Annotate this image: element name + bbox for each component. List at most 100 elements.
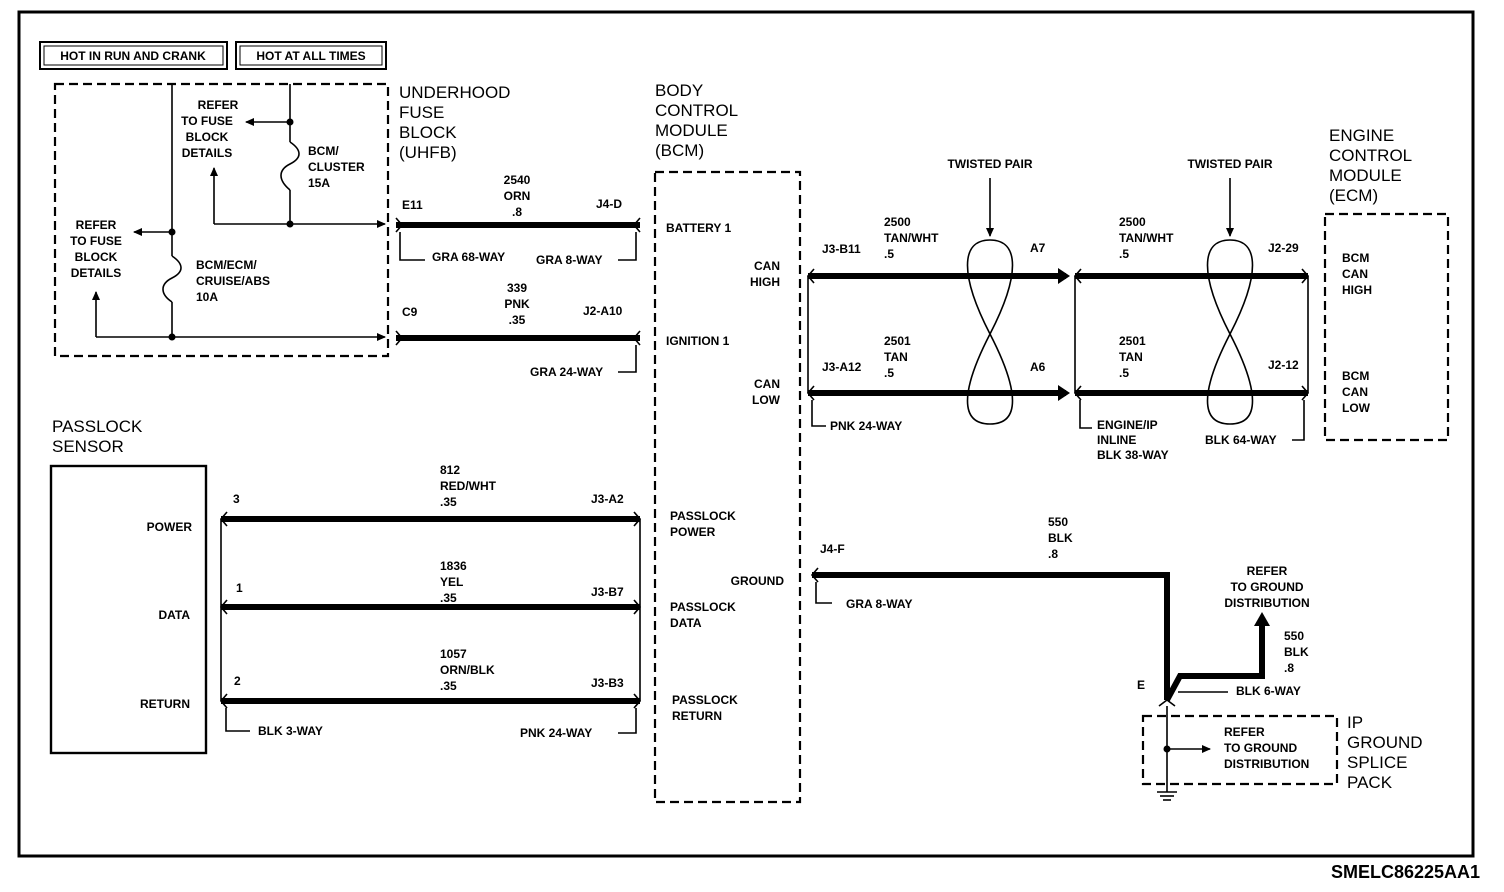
svg-text:BCM: BCM xyxy=(1342,369,1369,383)
ip-ground-splice-title: IP GROUND SPLICE PACK xyxy=(1347,713,1423,792)
ecm-box xyxy=(1323,212,1450,442)
svg-text:1057: 1057 xyxy=(440,647,467,661)
svg-text:PASSLOCK: PASSLOCK xyxy=(670,509,736,523)
svg-text:GRA 68-WAY: GRA 68-WAY xyxy=(432,250,505,264)
pin-e11: E11 xyxy=(402,198,423,212)
passlock-data-label: DATA xyxy=(158,608,190,622)
bcm-title: BODY CONTROL MODULE (BCM) xyxy=(655,81,738,160)
wire-2501-bcm: 2501 TAN .5 xyxy=(884,334,911,380)
svg-text:BLK: BLK xyxy=(1048,531,1073,545)
bcm-passlock-return: PASSLOCK RETURN xyxy=(672,693,738,723)
connector-blk-6-way: BLK 6-WAY xyxy=(1236,684,1301,698)
hot-all-times-box: HOT AT ALL TIMES xyxy=(235,41,387,70)
svg-text:INLINE: INLINE xyxy=(1097,433,1136,447)
svg-text:(BCM): (BCM) xyxy=(655,141,704,160)
ip-ground-splice-box xyxy=(1141,714,1339,786)
diagram-code: SMELC86225AA1 xyxy=(1331,862,1480,882)
svg-text:TAN/WHT: TAN/WHT xyxy=(1119,231,1174,245)
svg-text:.35: .35 xyxy=(440,679,457,693)
svg-text:812: 812 xyxy=(440,463,460,477)
ground-wiring xyxy=(810,567,1270,801)
bcm-passlock-data: PASSLOCK DATA xyxy=(670,600,736,630)
pin-a7: A7 xyxy=(1030,241,1046,255)
ecm-title: ENGINE CONTROL MODULE (ECM) xyxy=(1329,126,1412,205)
svg-text:HIGH: HIGH xyxy=(1342,283,1372,297)
wire-812: 812 RED/WHT .35 xyxy=(440,463,497,509)
passlock-wiring xyxy=(219,511,642,734)
svg-text:2500: 2500 xyxy=(1119,215,1146,229)
svg-text:BLOCK: BLOCK xyxy=(186,130,229,144)
svg-text:.5: .5 xyxy=(884,247,894,261)
svg-text:10A: 10A xyxy=(196,290,218,304)
wire-1057: 1057 ORN/BLK .35 xyxy=(440,647,495,693)
wire-339: 339 PNK .35 J2-A10 GRA 24-WAY xyxy=(395,281,641,379)
svg-text:ENGINE: ENGINE xyxy=(1329,126,1394,145)
svg-text:CLUSTER: CLUSTER xyxy=(308,160,365,174)
svg-text:IP: IP xyxy=(1347,713,1363,732)
passlock-sensor-box xyxy=(49,464,208,755)
ecm-bcm-can-low: BCM CAN LOW xyxy=(1342,369,1371,415)
uhfb-box xyxy=(53,82,390,358)
pin-a6: A6 xyxy=(1030,360,1046,374)
svg-text:REFER: REFER xyxy=(1247,564,1288,578)
svg-text:GROUND: GROUND xyxy=(1347,733,1423,752)
svg-text:.5: .5 xyxy=(1119,247,1129,261)
pin-3: 3 xyxy=(233,492,240,506)
ecm-bcm-can-high: BCM CAN HIGH xyxy=(1342,251,1372,297)
svg-text:TO FUSE: TO FUSE xyxy=(70,234,122,248)
svg-text:15A: 15A xyxy=(308,176,330,190)
svg-text:.35: .35 xyxy=(440,591,457,605)
bcm-can-high: CAN HIGH xyxy=(750,259,780,289)
svg-text:2500: 2500 xyxy=(884,215,911,229)
svg-text:PASSLOCK: PASSLOCK xyxy=(670,600,736,614)
pin-j2-29: J2-29 xyxy=(1268,241,1299,255)
svg-text:GRA 24-WAY: GRA 24-WAY xyxy=(530,365,603,379)
passlock-return-label: RETURN xyxy=(140,697,190,711)
wire-1836: 1836 YEL .35 xyxy=(440,559,467,605)
svg-text:FUSE: FUSE xyxy=(399,103,444,122)
svg-text:DISTRIBUTION: DISTRIBUTION xyxy=(1224,596,1309,610)
svg-text:BCM/: BCM/ xyxy=(308,144,339,158)
svg-text:.35: .35 xyxy=(509,313,526,327)
svg-text:(UHFB): (UHFB) xyxy=(399,143,457,162)
bcm-battery-1: BATTERY 1 xyxy=(666,221,731,235)
wire-2500-ecm: 2500 TAN/WHT .5 xyxy=(1119,215,1174,261)
twisted-pair-2: TWISTED PAIR xyxy=(1187,157,1272,171)
svg-text:PNK: PNK xyxy=(504,297,530,311)
svg-text:PASSLOCK: PASSLOCK xyxy=(672,693,738,707)
connector-pnk-24-way-passlock: PNK 24-WAY xyxy=(520,726,592,740)
svg-text:.8: .8 xyxy=(1284,661,1294,675)
svg-text:ORN/BLK: ORN/BLK xyxy=(440,663,495,677)
bcm-ignition-1: IGNITION 1 xyxy=(666,334,730,348)
twisted-pair-1: TWISTED PAIR xyxy=(947,157,1032,171)
uhfb-internal-wiring xyxy=(92,84,386,341)
svg-text:SENSOR: SENSOR xyxy=(52,437,124,456)
svg-text:BCM/ECM/: BCM/ECM/ xyxy=(196,258,257,272)
svg-text:TO GROUND: TO GROUND xyxy=(1230,580,1303,594)
svg-text:TO FUSE: TO FUSE xyxy=(181,114,233,128)
wire-550-2: 550 BLK .8 xyxy=(1284,629,1309,675)
pin-2: 2 xyxy=(234,674,241,688)
uhfb-refer-2: REFER TO FUSE BLOCK DETAILS xyxy=(70,218,122,280)
svg-text:1836: 1836 xyxy=(440,559,467,573)
bcm-passlock-power: PASSLOCK POWER xyxy=(670,509,736,539)
svg-text:YEL: YEL xyxy=(440,575,463,589)
svg-text:LOW: LOW xyxy=(1342,401,1371,415)
svg-text:SPLICE: SPLICE xyxy=(1347,753,1407,772)
svg-text:2501: 2501 xyxy=(1119,334,1146,348)
svg-text:PASSLOCK: PASSLOCK xyxy=(52,417,143,436)
svg-text:DETAILS: DETAILS xyxy=(182,146,232,160)
svg-text:MODULE: MODULE xyxy=(1329,166,1402,185)
wire-2500-bcm: 2500 TAN/WHT .5 xyxy=(884,215,939,261)
svg-text:TAN/WHT: TAN/WHT xyxy=(884,231,939,245)
wire-550-1: 550 BLK .8 xyxy=(1048,515,1073,561)
svg-text:339: 339 xyxy=(507,281,527,295)
uhfb-refer-1: REFER TO FUSE BLOCK DETAILS xyxy=(181,98,239,160)
svg-text:BLK: BLK xyxy=(1284,645,1309,659)
svg-text:CONTROL: CONTROL xyxy=(655,101,738,120)
connector-blk-3-way: BLK 3-WAY xyxy=(258,724,323,738)
svg-text:.8: .8 xyxy=(1048,547,1058,561)
svg-text:2540: 2540 xyxy=(504,173,531,187)
svg-text:TAN: TAN xyxy=(1119,350,1143,364)
